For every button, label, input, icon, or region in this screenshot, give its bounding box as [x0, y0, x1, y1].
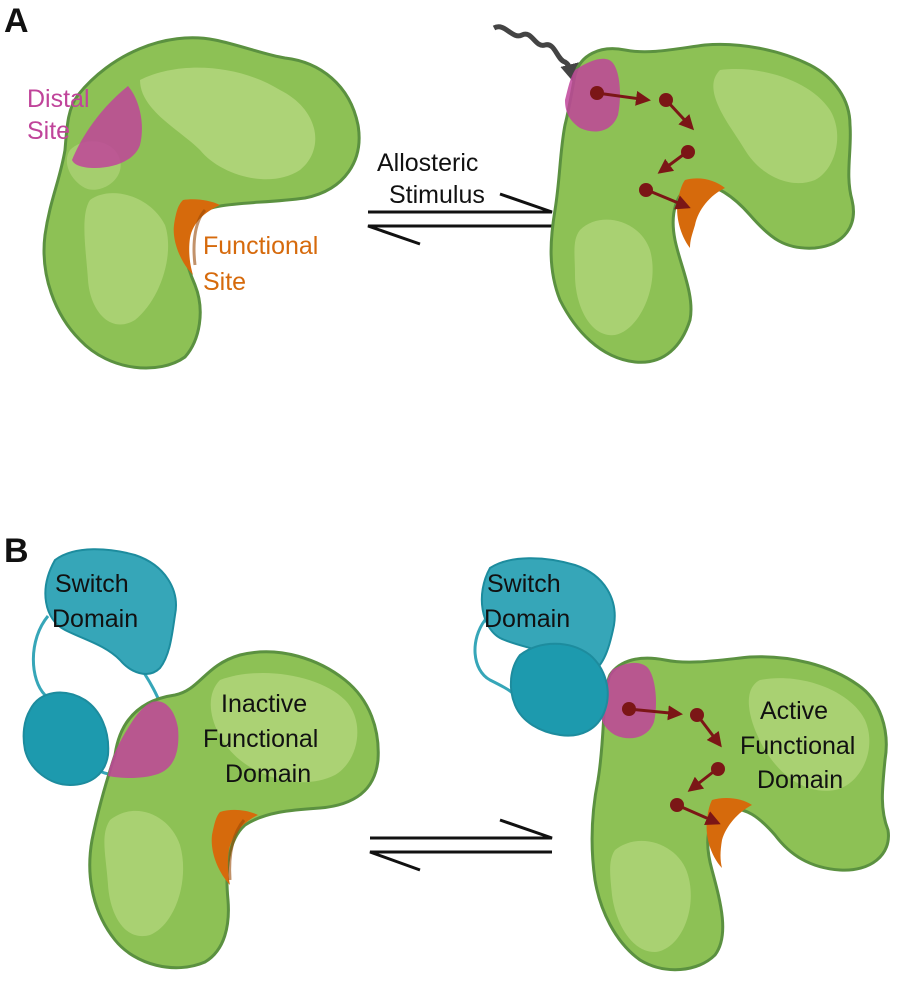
- equilibrium-arrows-b: [369, 818, 553, 872]
- distal-site-label: Distal Site: [27, 85, 90, 145]
- distal-site-b-left: [108, 701, 179, 778]
- functional-site-a-right: [677, 178, 725, 248]
- active-domain-label: Active Functional Domain: [740, 697, 855, 794]
- inactive-domain-label: Inactive Functional Domain: [203, 690, 318, 788]
- protein-a-right: [549, 42, 855, 364]
- svg-text:Stimulus: Stimulus: [389, 181, 485, 209]
- switch-domain-b-right-bottom: [509, 642, 609, 737]
- allosteric-stimulus-label: Allosteric Stimulus: [377, 149, 485, 209]
- protein-b-right: [590, 655, 890, 972]
- functional-site-b-right: [706, 797, 752, 868]
- panel-a-letter: A: [4, 2, 29, 40]
- switch-domain-b-left-bottom: [22, 691, 110, 787]
- svg-text:Functional: Functional: [203, 232, 318, 260]
- svg-text:Domain: Domain: [757, 766, 843, 794]
- signal-path-a: [596, 90, 695, 210]
- svg-text:Allosteric: Allosteric: [377, 149, 478, 177]
- distal-site-b-right: [600, 662, 656, 739]
- panel-b-letter: B: [4, 532, 29, 570]
- svg-text:Switch: Switch: [55, 570, 129, 598]
- functional-site-b-left: [211, 809, 258, 885]
- switch-domain-label-b-right: Switch Domain: [484, 570, 570, 633]
- functional-site-a-left: [173, 199, 220, 275]
- svg-text:Functional: Functional: [740, 732, 855, 760]
- distal-site-a-left: [72, 86, 142, 168]
- signal-nodes-b: [622, 702, 725, 812]
- signal-nodes-a: [590, 86, 695, 197]
- svg-text:Site: Site: [203, 268, 246, 296]
- svg-text:Domain: Domain: [484, 605, 570, 633]
- svg-text:Inactive: Inactive: [221, 690, 307, 718]
- switch-domain-b-left-top: [44, 548, 177, 675]
- linker-b-right: [473, 619, 517, 697]
- functional-site-label: Functional Site: [203, 232, 318, 296]
- svg-text:Active: Active: [760, 697, 828, 725]
- svg-text:Domain: Domain: [52, 605, 138, 633]
- svg-text:Site: Site: [27, 117, 70, 145]
- svg-text:Distal: Distal: [27, 85, 90, 113]
- svg-text:Switch: Switch: [487, 570, 561, 598]
- stimulus-wave-arrow: [492, 24, 580, 84]
- equilibrium-arrows-a: [367, 192, 553, 246]
- svg-text:Domain: Domain: [225, 760, 311, 788]
- svg-text:Functional: Functional: [203, 725, 318, 753]
- switch-domain-label-b-left: Switch Domain: [52, 570, 138, 633]
